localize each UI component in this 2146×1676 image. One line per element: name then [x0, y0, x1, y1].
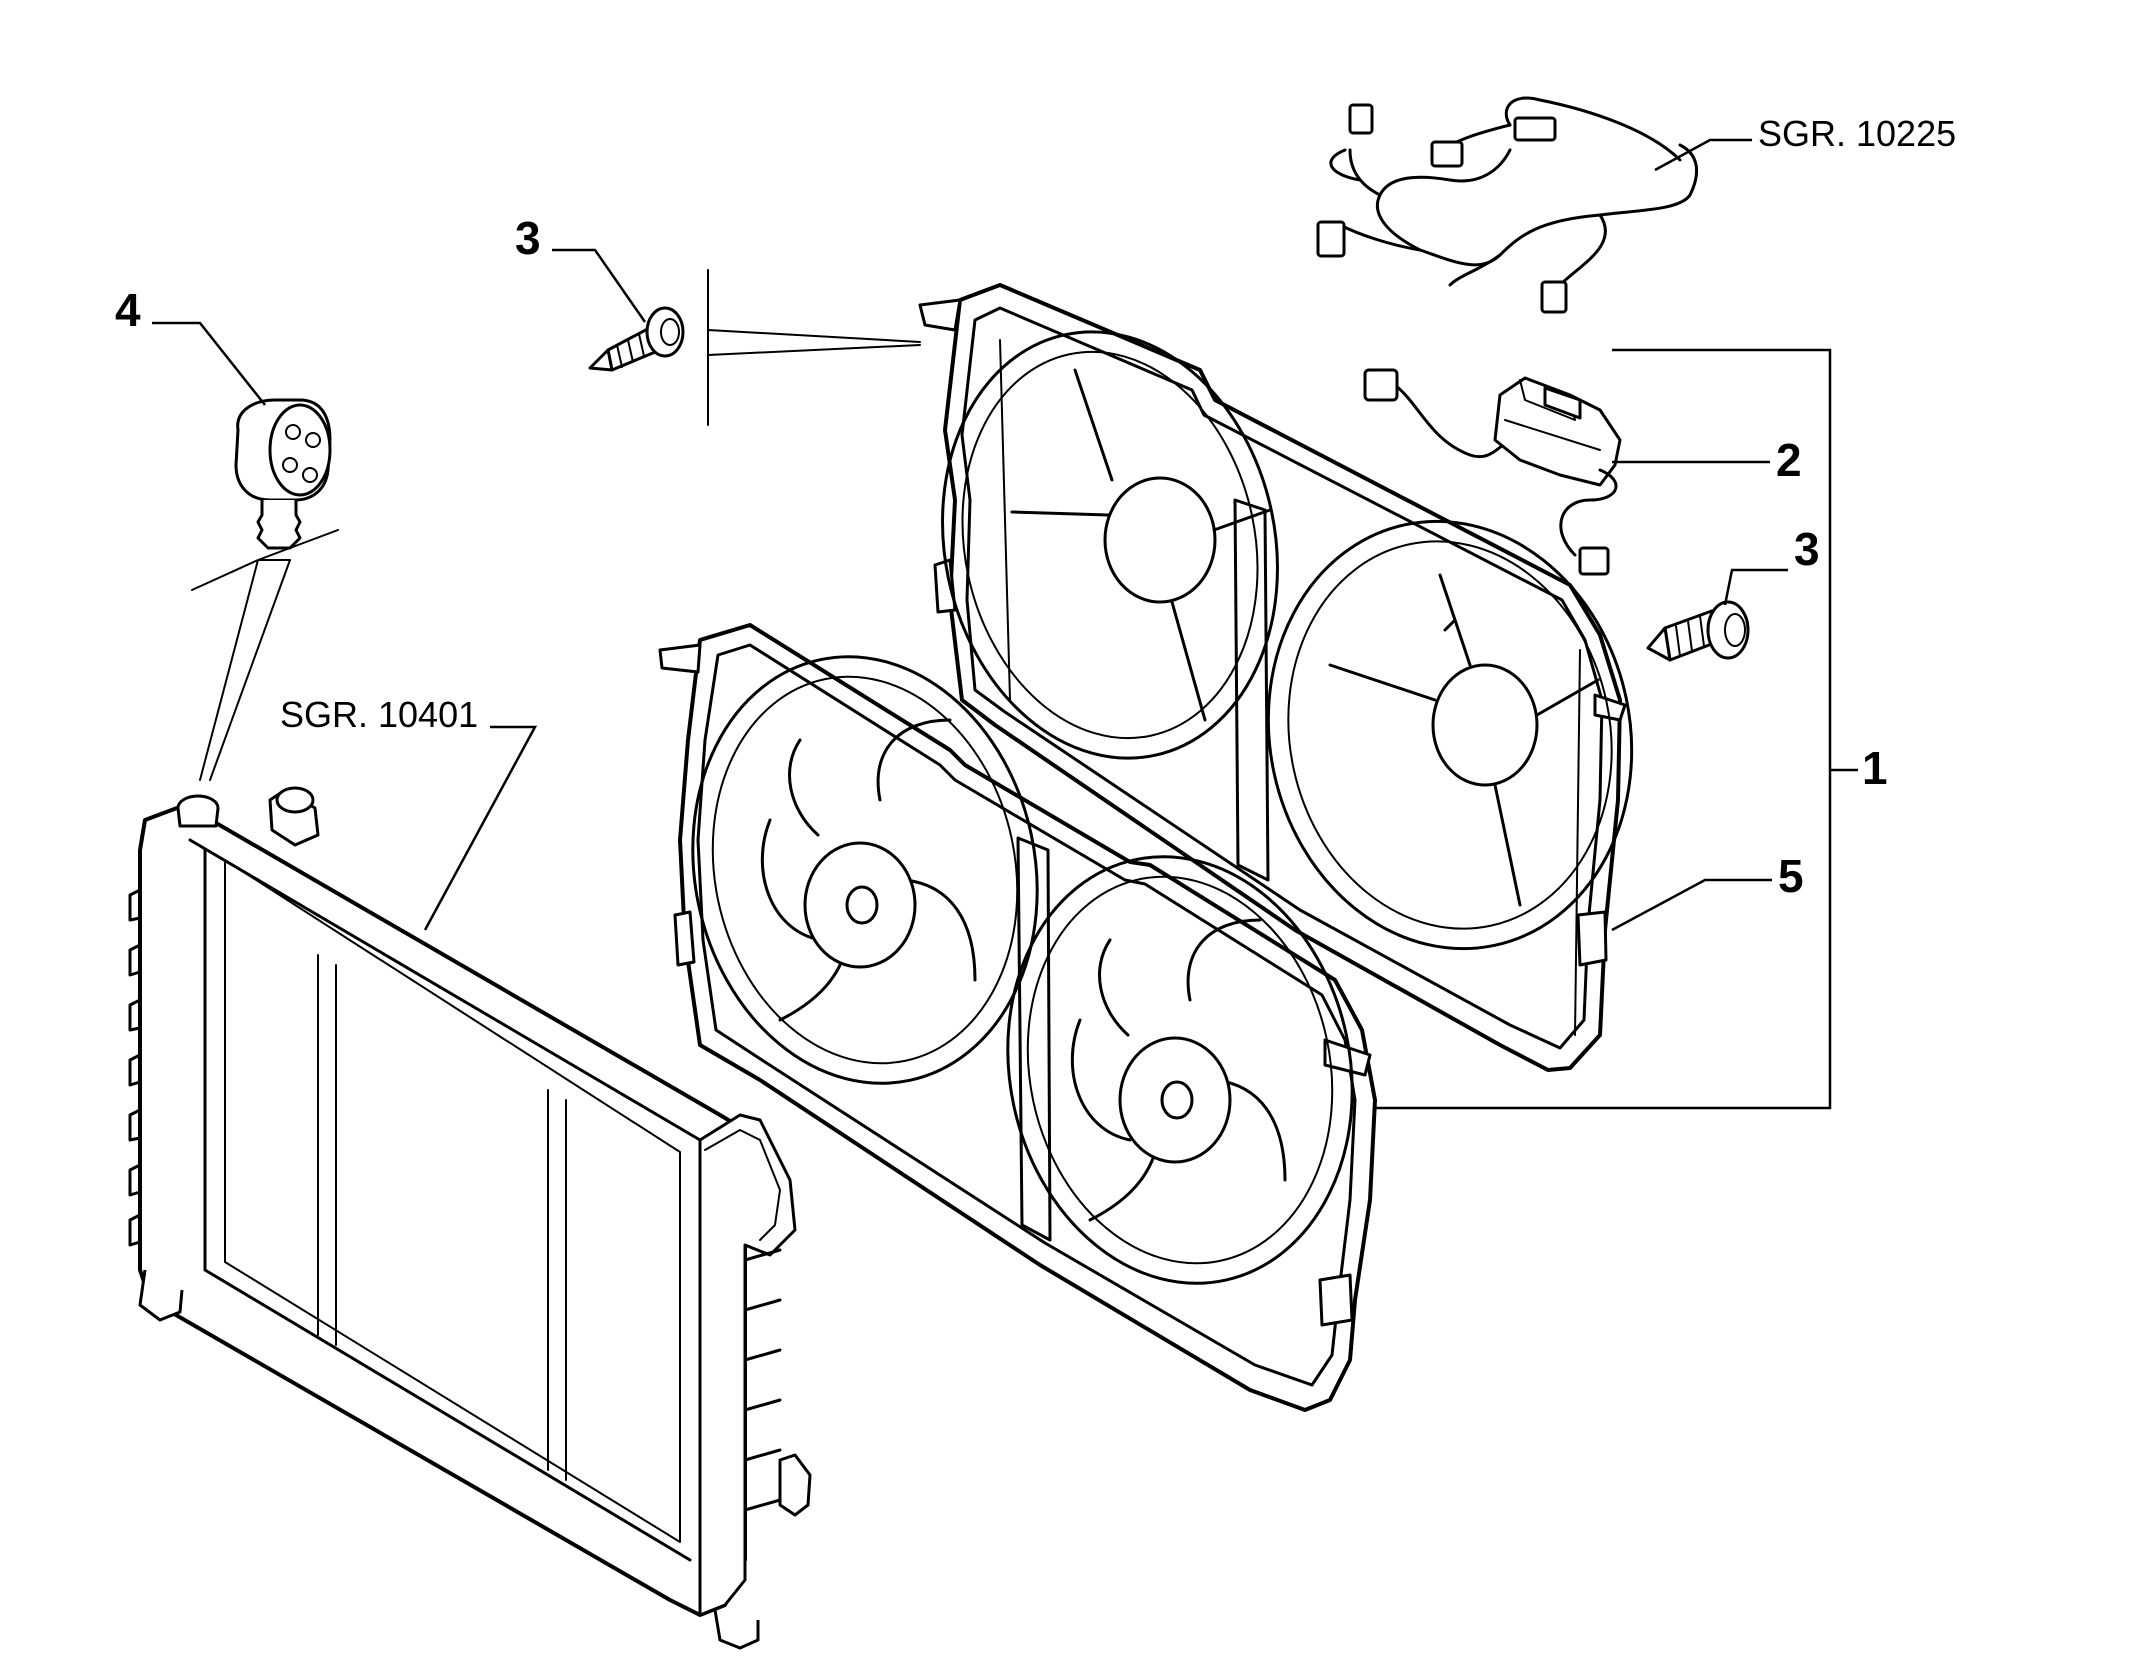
leader-item-3-right	[1723, 568, 1788, 606]
assembly-guide-sensor	[191, 529, 339, 781]
callout-number-3-left: 3	[515, 212, 541, 264]
ref-label-radiator: SGR. 10401	[280, 694, 478, 735]
screw-left	[588, 306, 685, 372]
rear-fan-shroud	[918, 283, 1634, 1072]
radiator	[128, 786, 812, 1650]
wiring-harness	[1316, 96, 1699, 314]
screw-right	[1646, 600, 1750, 662]
front-fan-shroud	[658, 623, 1377, 1412]
callout-number-1: 1	[1862, 742, 1888, 794]
assembly-guide-screw	[707, 269, 921, 426]
callout-number-5: 5	[1778, 850, 1804, 902]
leader-harness	[1654, 138, 1752, 172]
bracket-item-1	[1368, 348, 1832, 1110]
callout-number-4: 4	[115, 284, 141, 336]
resistor-connector	[1363, 368, 1622, 576]
callout-number-3-right: 3	[1794, 523, 1820, 575]
leader-item-5	[1611, 878, 1772, 932]
leader-item-3-left	[552, 248, 647, 323]
ref-label-harness: SGR. 10225	[1758, 113, 1956, 154]
callout-number-2: 2	[1776, 434, 1802, 486]
temperature-sensor	[234, 398, 332, 550]
leader-item-4	[152, 321, 266, 406]
leader-radiator	[423, 725, 538, 931]
